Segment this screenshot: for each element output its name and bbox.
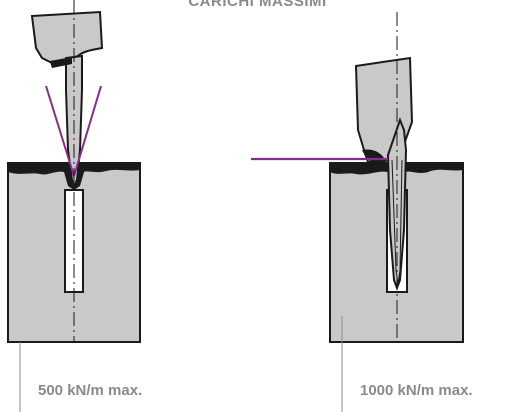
right-assembly	[251, 12, 464, 412]
diagram-title: CARICHI MASSIMI	[188, 0, 327, 10]
right-sheet-lip	[362, 149, 388, 166]
left-load-caption: 500 kN/m max.	[38, 382, 143, 399]
right-load-caption: 1000 kN/m max.	[360, 382, 473, 399]
left-assembly	[7, 0, 141, 412]
left-clamp-detail	[50, 58, 72, 68]
left-bend-line-b	[73, 85, 102, 177]
right-blade-detail	[391, 159, 403, 285]
left-bend-line-a	[45, 85, 75, 177]
left-punch-holder	[30, 10, 104, 64]
